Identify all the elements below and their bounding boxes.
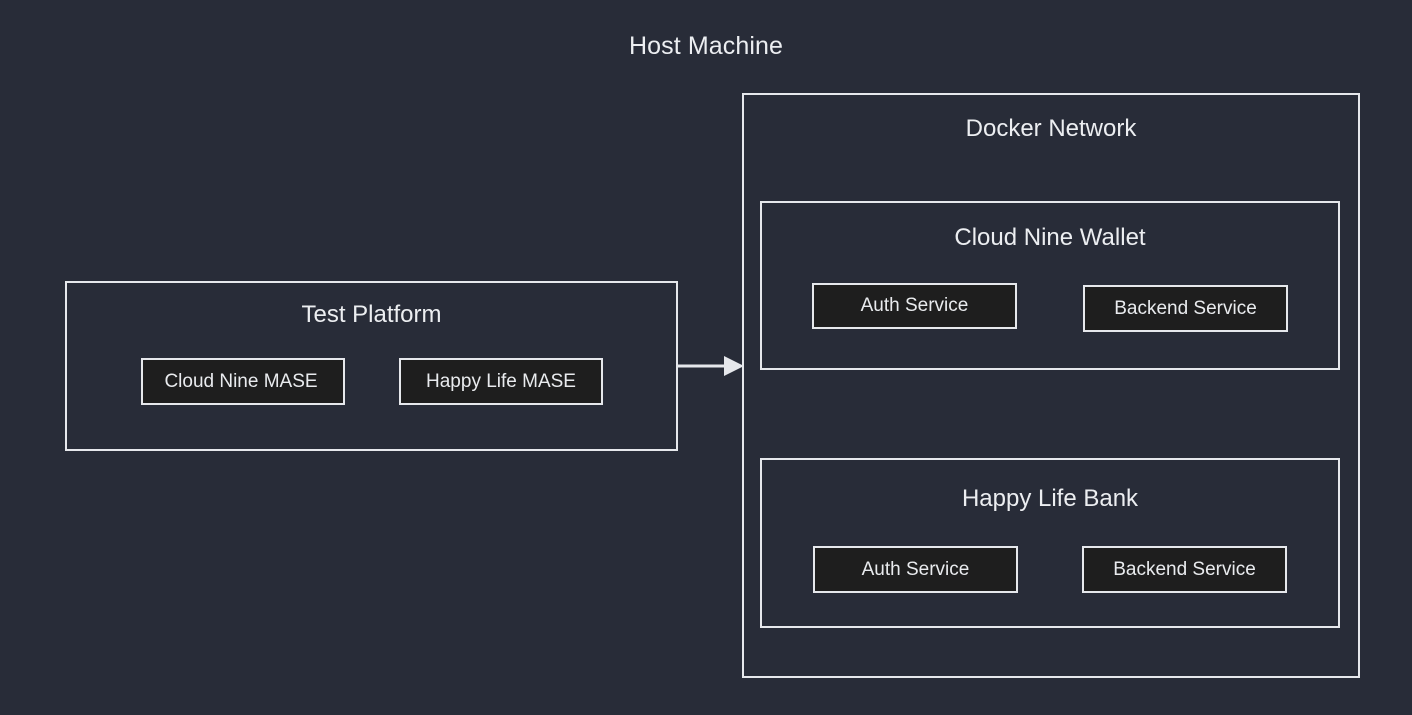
node-happy-life-backend-service-label: Backend Service [1113,558,1256,580]
docker-network-group [742,93,1360,678]
node-happy-life-backend-service[interactable]: Backend Service [1082,546,1287,593]
node-happy-life-auth-service-label: Auth Service [861,558,970,580]
node-cloud-nine-mase[interactable]: Cloud Nine MASE [141,358,345,405]
diagram-title: Host Machine [628,32,784,60]
node-cloud-nine-mase-label: Cloud Nine MASE [164,370,318,392]
node-cloud-nine-auth-service-label: Auth Service [860,295,969,316]
happy-life-bank-label: Happy Life Bank [961,485,1139,512]
arrow-right-icon [676,356,744,376]
docker-network-label: Docker Network [965,115,1137,142]
node-cloud-nine-auth-service[interactable]: Auth Service [812,283,1017,329]
cloud-nine-wallet-label: Cloud Nine Wallet [954,224,1146,251]
node-happy-life-mase-label: Happy Life MASE [426,370,576,392]
node-cloud-nine-backend-service-label: Backend Service [1114,297,1257,319]
cloud-nine-wallet-group [760,201,1340,370]
test-platform-label: Test Platform [301,301,442,328]
happy-life-bank-group [760,458,1340,628]
node-happy-life-auth-service[interactable]: Auth Service [813,546,1018,593]
node-happy-life-mase[interactable]: Happy Life MASE [399,358,603,405]
node-cloud-nine-backend-service[interactable]: Backend Service [1083,285,1288,332]
